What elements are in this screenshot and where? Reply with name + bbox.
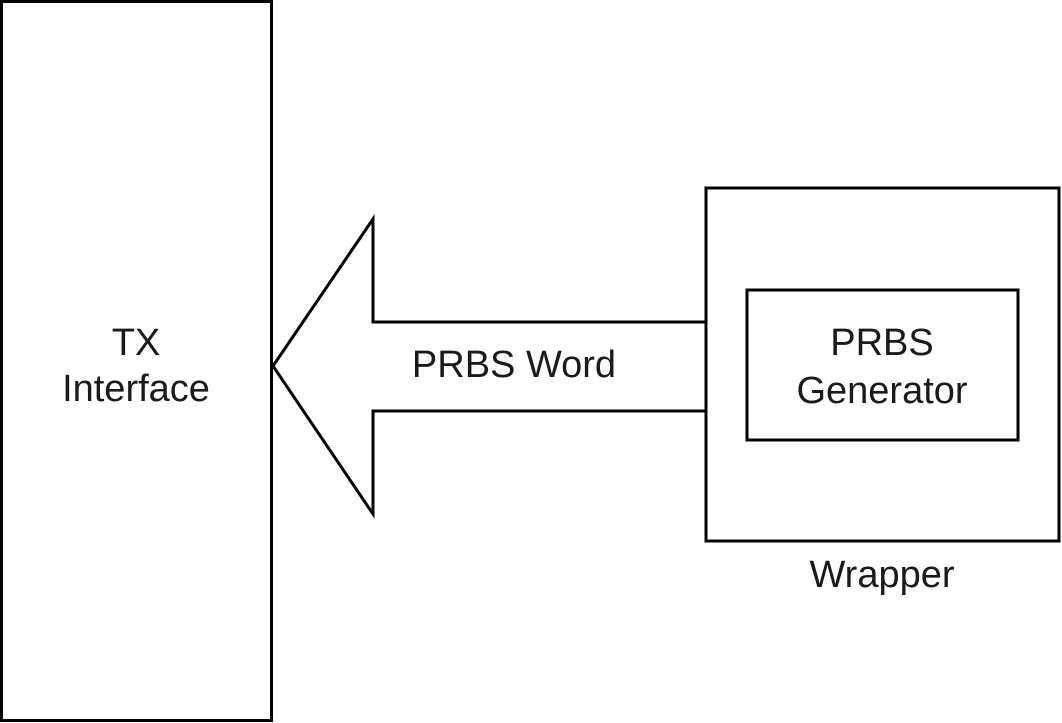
prbs-generator-rect <box>745 288 1020 442</box>
prbs-generator-label-line-1: PRBS <box>830 322 933 364</box>
tx-interface-label-line-2: Interface <box>62 368 210 410</box>
prbs-generator-label-line-2: Generator <box>796 370 967 412</box>
tx-interface-block[interactable]: TX Interface <box>0 0 273 722</box>
prbs-word-label: PRBS Word <box>412 344 616 386</box>
tx-interface-label-line-1: TX <box>112 322 161 364</box>
prbs-generator-block[interactable]: PRBS Generator <box>745 288 1020 442</box>
prbs-word-arrow[interactable]: PRBS Word <box>271 214 708 519</box>
prbs-word-arrow-shape <box>271 214 708 519</box>
wrapper-label: Wrapper <box>809 554 954 596</box>
tx-interface-rect <box>0 0 273 722</box>
